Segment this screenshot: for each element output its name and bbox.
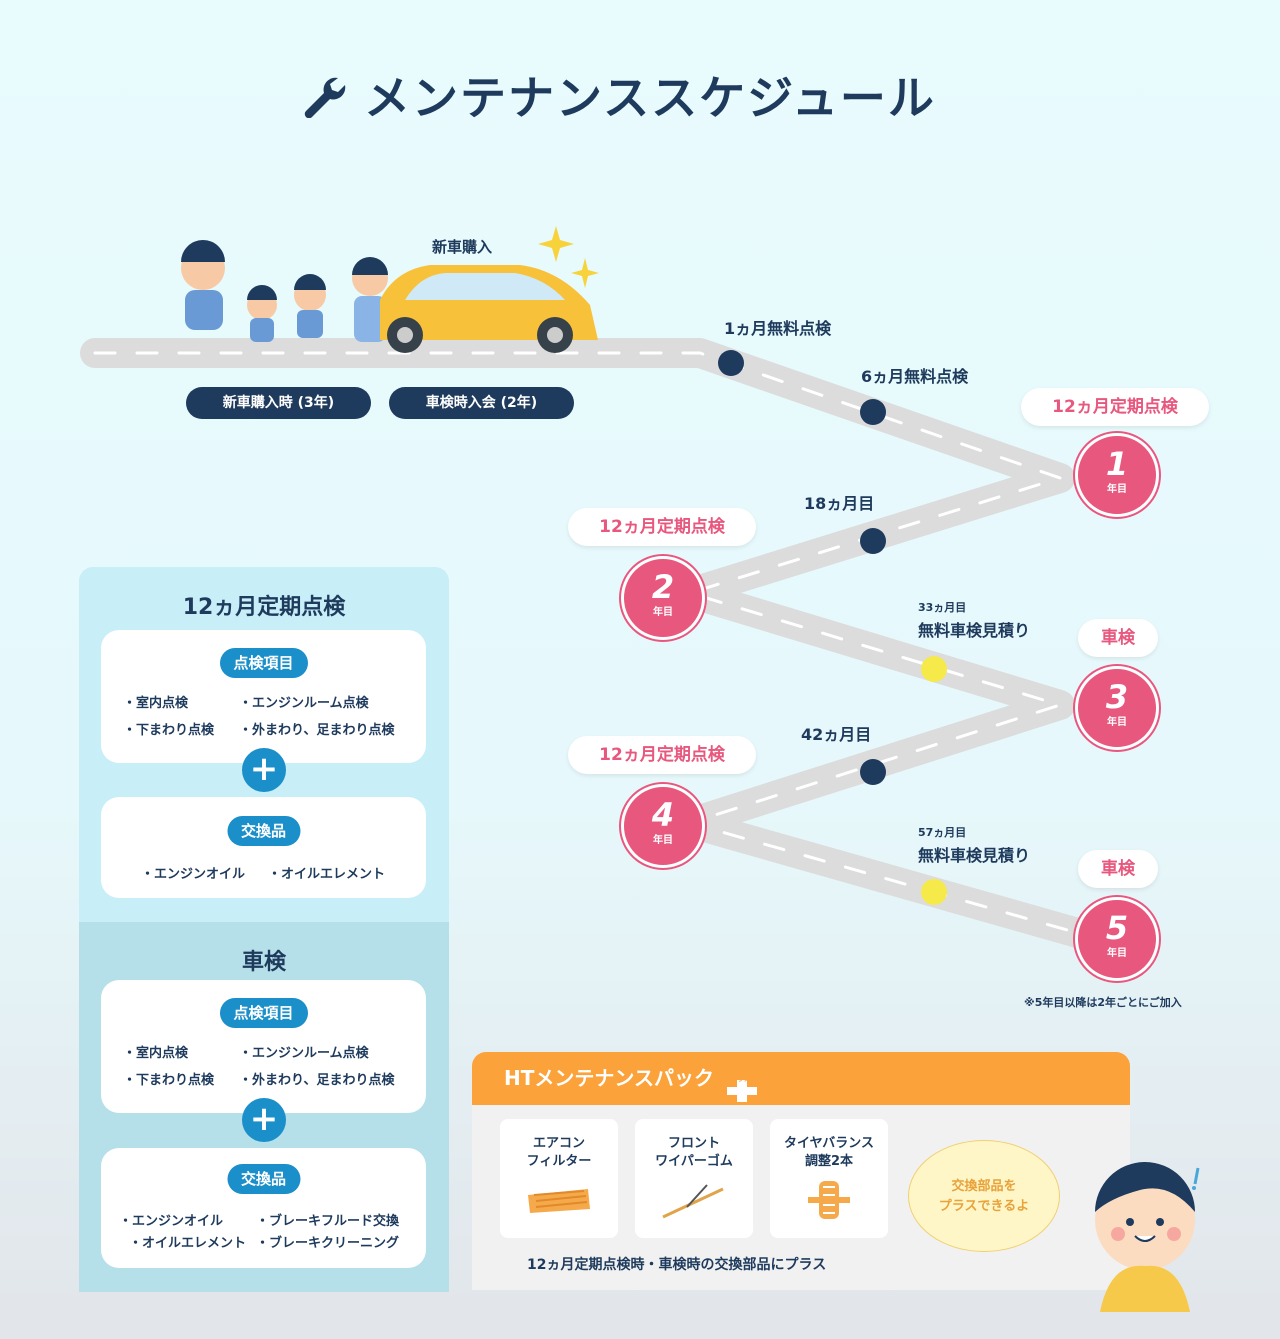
- mascot-illustration: [1095, 1162, 1200, 1312]
- parts-item: ・ブレーキフルード交換: [256, 1214, 400, 1229]
- milestone-dot-1m: [718, 350, 744, 376]
- plus-icon: +: [242, 1098, 286, 1142]
- title-text: メンテナンススケジュール: [364, 71, 936, 125]
- maintenance-pack: HTメンテナンスパック プラス エアコンフィルター フロントワイパーゴム タイヤ…: [472, 1052, 1130, 1290]
- wrench-icon: [304, 77, 346, 118]
- check-item: ・外まわり、足まわり点検: [239, 1073, 395, 1088]
- label-18m: 18ヵ月目: [804, 494, 875, 513]
- parts-item: ・ブレーキクリーニング: [256, 1236, 400, 1251]
- pack-header: HTメンテナンスパック プラス: [472, 1052, 1130, 1105]
- parts-badge: 交換品: [226, 1164, 301, 1194]
- check-badge: 点検項目: [219, 648, 308, 678]
- parts-item: ・エンジンオイル: [141, 867, 246, 882]
- new-car-label: 新車購入: [432, 238, 493, 256]
- family-illustration: [181, 240, 388, 342]
- milestone-dot-18m: [860, 528, 886, 554]
- teiki-pill-y1: 12ヵ月定期点検: [1021, 388, 1209, 426]
- check-card: 点検項目 ・室内点検 ・エンジンルーム点検 ・下まわり点検 ・外まわり、足まわり…: [101, 980, 426, 1113]
- shaken-pill-y5: 車検: [1078, 850, 1158, 888]
- label-42m: 42ヵ月目: [801, 725, 872, 744]
- footnote: ※5年目以降は2年ごとにご加入: [1024, 996, 1182, 1009]
- check-item: ・室内点検: [123, 696, 189, 711]
- panel-shaken-title: 車検: [241, 950, 286, 975]
- pack-title: HTメンテナンスパック: [504, 1066, 714, 1090]
- label-57m: 無料車検見積り: [918, 846, 1031, 865]
- parts-item: ・オイルエレメント: [268, 867, 386, 882]
- teiki-pill-y2: 12ヵ月定期点検: [568, 508, 756, 546]
- milestone-dot-42m: [860, 759, 886, 785]
- panel-shaken: 車検 点検項目 ・室内点検 ・エンジンルーム点検 ・下まわり点検 ・外まわり、足…: [79, 922, 449, 1292]
- sparkle-icon: [571, 258, 599, 288]
- wiper-icon: [662, 1184, 724, 1219]
- milestone-dot-6m: [860, 399, 886, 425]
- enroll-pill-new: 新車購入時 (3年): [186, 387, 371, 419]
- check-item: ・下まわり点検: [123, 723, 215, 738]
- teiki-pill-y4: 12ヵ月定期点検: [568, 736, 756, 774]
- label-33m: 無料車検見積り: [918, 621, 1031, 640]
- filter-icon: [528, 1189, 590, 1213]
- shaken-pill-y3: 車検: [1078, 619, 1158, 657]
- parts-item: ・エンジンオイル: [119, 1214, 224, 1229]
- check-item: ・エンジンルーム点検: [239, 696, 369, 711]
- sparkle-icon: [538, 226, 574, 262]
- panel-12month-title: 12ヵ月定期点検: [182, 595, 346, 620]
- pack-footer: 12ヵ月定期点検時・車検時の交換部品にプラス: [527, 1257, 827, 1273]
- page-title: メンテナンススケジュール: [300, 62, 936, 128]
- parts-item: ・オイルエレメント: [129, 1236, 247, 1251]
- check-item: ・室内点検: [123, 1046, 189, 1061]
- check-item: ・外まわり、足まわり点検: [239, 723, 395, 738]
- label-57m-small: 57ヵ月目: [918, 826, 967, 839]
- milestone-dot-57m: [921, 879, 947, 905]
- label-33m-small: 33ヵ月目: [918, 601, 967, 614]
- plus-tag-icon: プラス: [726, 1069, 757, 1102]
- check-card: 点検項目 ・室内点検 ・エンジンルーム点検 ・下まわり点検 ・外まわり、足まわり…: [101, 630, 426, 763]
- pack-item-tire-balance: タイヤバランス調整2本: [770, 1119, 888, 1238]
- milestone-dot-33m: [921, 656, 947, 682]
- plus-icon: +: [242, 748, 286, 792]
- panel-12month: 12ヵ月定期点検 点検項目 ・室内点検 ・エンジンルーム点検 ・下まわり点検 ・…: [79, 567, 449, 922]
- label-1m: 1ヵ月無料点検: [724, 319, 832, 338]
- tire-icon: [808, 1181, 850, 1219]
- parts-card: 交換品 ・エンジンオイル ・ブレーキフルード交換 ・オイルエレメント ・ブレーキ…: [101, 1148, 426, 1268]
- label-6m: 6ヵ月無料点検: [861, 367, 969, 386]
- parts-card: 交換品 ・エンジンオイル ・オイルエレメント: [101, 797, 426, 898]
- speech-bubble: 交換部品をプラスできるよ: [908, 1140, 1060, 1252]
- pack-item-wiper: フロントワイパーゴム: [635, 1119, 753, 1238]
- parts-badge: 交換品: [226, 816, 301, 846]
- check-item: ・下まわり点検: [123, 1073, 215, 1088]
- pack-item-aircon-filter: エアコンフィルター: [500, 1119, 618, 1238]
- enroll-pill-shaken: 車検時入会 (2年): [389, 387, 574, 419]
- check-item: ・エンジンルーム点検: [239, 1046, 369, 1061]
- check-badge: 点検項目: [219, 998, 308, 1028]
- car-illustration: [380, 265, 598, 353]
